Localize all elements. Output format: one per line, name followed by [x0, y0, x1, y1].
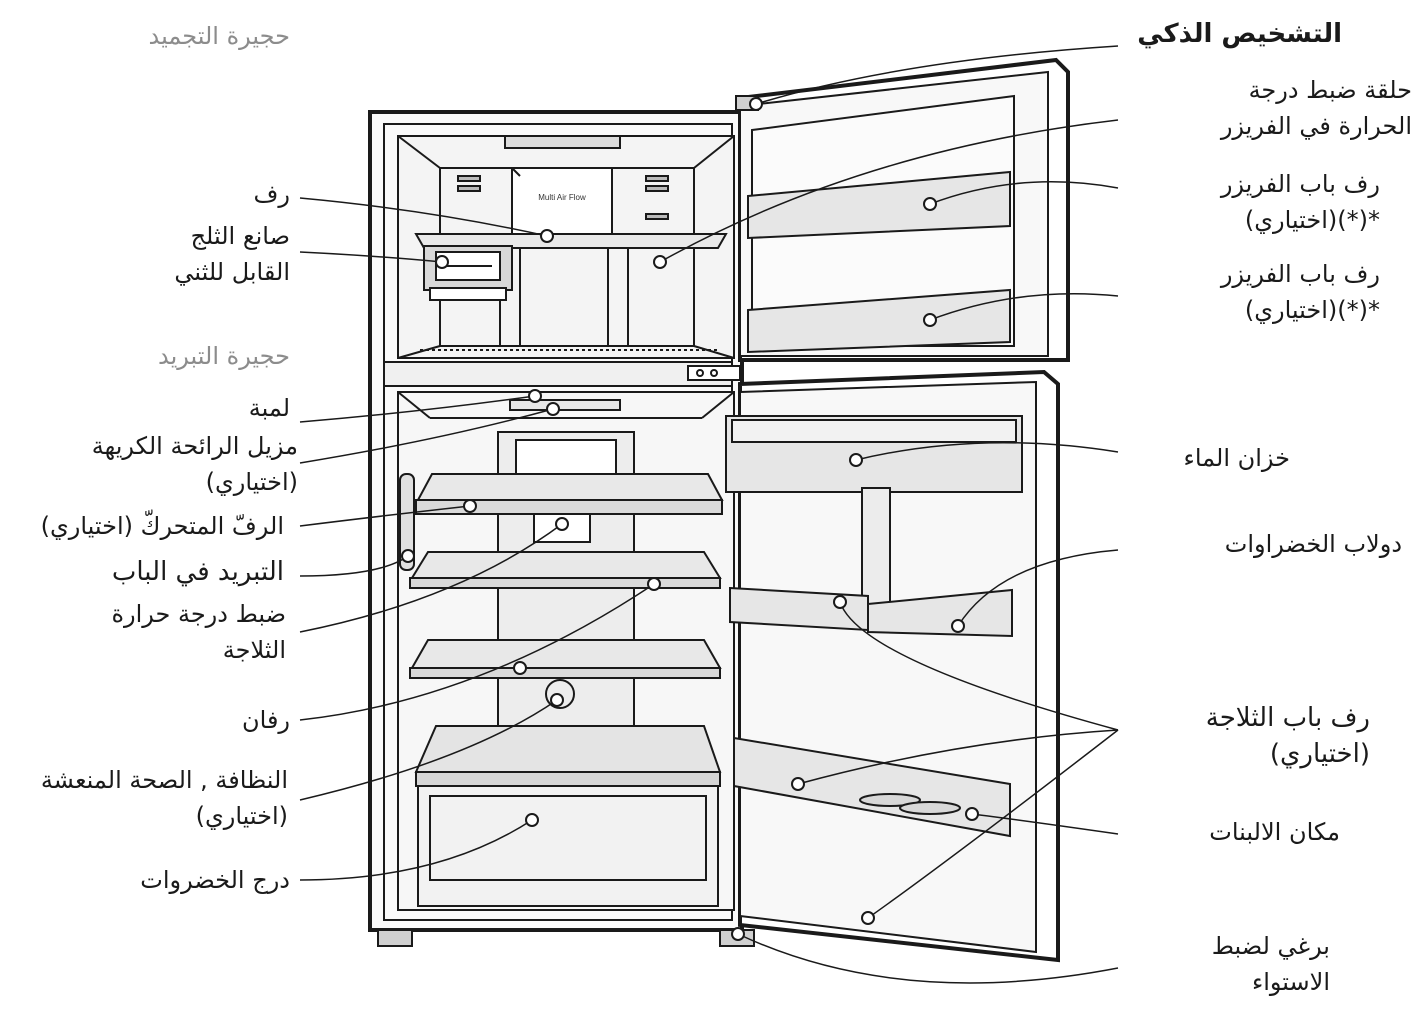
label-fridge-door-shelf: رف باب الثلاجة (اختياري)	[1130, 700, 1370, 772]
label-freezer-temp-control-line2: الحرارة في الفريزر	[1130, 108, 1412, 144]
label-shelves: رفان	[180, 702, 290, 738]
multi-air-flow-text: Multi Air Flow	[538, 193, 586, 202]
label-vegetable-drawer: درج الخضروات	[40, 862, 290, 898]
label-fresh-hygiene: النظافة , الصحة المنعشة (اختياري)	[4, 762, 288, 834]
label-water-tank: خزان الماء	[1130, 440, 1290, 476]
label-fresh-hygiene-line2: (اختياري)	[4, 798, 288, 834]
label-smart-diagnosis: التشخيص الذكي	[1128, 16, 1342, 52]
label-lamp: لمبة	[180, 390, 290, 426]
label-deodorizer: مزيل الرائحة الكريهة (اختياري)	[4, 428, 298, 500]
fridge-door	[726, 372, 1058, 960]
label-fresh-hygiene-line1: النظافة , الصحة المنعشة	[4, 762, 288, 798]
label-shelf: رف	[180, 176, 290, 212]
label-fridge-temp-control-line1: ضبط درجة حرارة	[30, 596, 286, 632]
label-freezer-door-shelf-1-line2: *(*)(اختياري)	[1130, 202, 1380, 238]
label-ice-maker: صانع الثلج القابل للثني	[60, 218, 290, 290]
label-freezer-temp-control: حلقة ضبط درجة الحرارة في الفريزر	[1130, 72, 1412, 144]
label-ice-maker-line2: القابل للثني	[60, 254, 290, 290]
label-freezer-door-shelf-2-line2: *(*)(اختياري)	[1130, 292, 1380, 328]
label-fridge-temp-control: ضبط درجة حرارة الثلاجة	[30, 596, 286, 668]
label-fridge-door-shelf-line2: (اختياري)	[1130, 736, 1370, 772]
label-folding-shelf: الرفّ المتحركّ (اختياري)	[4, 508, 284, 544]
label-vegetable-rack: دولاب الخضراوات	[1130, 526, 1402, 562]
fridge-section-title: حجيرة التبريد	[80, 338, 290, 374]
label-deodorizer-line1: مزيل الرائحة الكريهة	[4, 428, 298, 464]
label-leveling-screw-line2: الاستواء	[1130, 964, 1330, 1000]
label-fridge-door-shelf-line1: رف باب الثلاجة	[1130, 700, 1370, 736]
freezer-section-title: حجيرة التجميد	[80, 18, 290, 54]
label-ice-maker-line1: صانع الثلج	[60, 218, 290, 254]
label-dairy-corner: مكان الالبنات	[1130, 814, 1340, 850]
label-freezer-temp-control-line1: حلقة ضبط درجة	[1130, 72, 1412, 108]
label-freezer-door-shelf-2: رف باب الفريزر *(*)(اختياري)	[1130, 256, 1380, 328]
label-door-cooling: التبريد في الباب	[40, 554, 284, 590]
label-deodorizer-line2: (اختياري)	[4, 464, 298, 500]
label-fridge-temp-control-line2: الثلاجة	[30, 632, 286, 668]
label-freezer-door-shelf-1: رف باب الفريزر *(*)(اختياري)	[1130, 166, 1380, 238]
label-leveling-screw-line1: برغي لضبط	[1130, 928, 1330, 964]
label-leveling-screw: برغي لضبط الاستواء	[1130, 928, 1330, 1000]
label-freezer-door-shelf-2-line1: رف باب الفريزر	[1130, 256, 1380, 292]
freezer-door	[736, 60, 1068, 360]
label-freezer-door-shelf-1-line1: رف باب الفريزر	[1130, 166, 1380, 202]
